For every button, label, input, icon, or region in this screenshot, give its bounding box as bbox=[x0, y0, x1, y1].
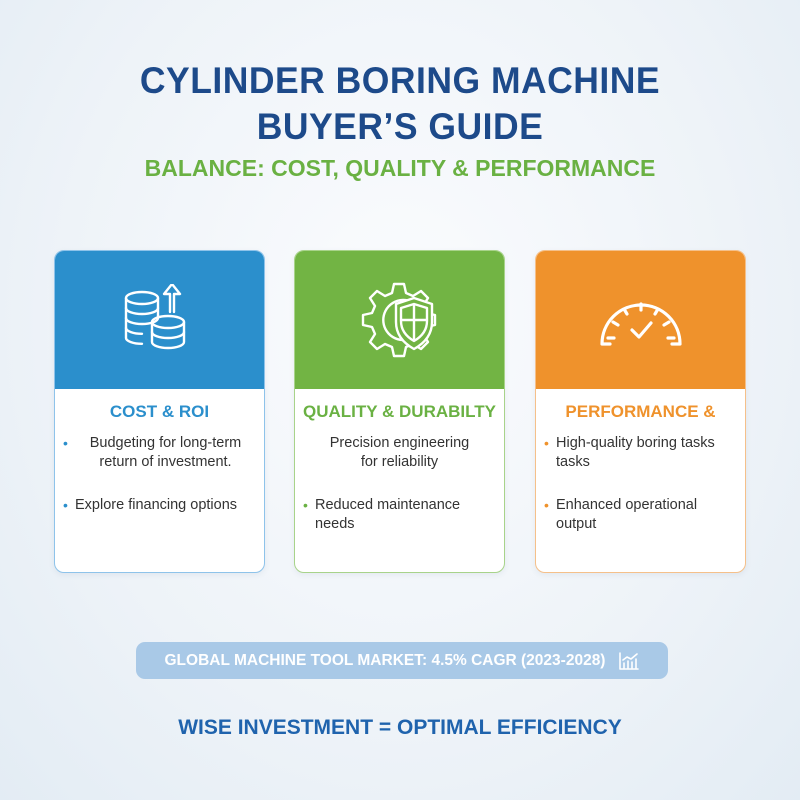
bullet-icon: • bbox=[63, 435, 68, 451]
card-cost-roi: COST & ROI • Budgeting for long-term ret… bbox=[54, 250, 265, 573]
market-stat-banner: GLOBAL MACHINE TOOL MARKET: 4.5% CAGR (2… bbox=[136, 642, 668, 679]
bullet-icon: • bbox=[544, 497, 549, 513]
card-quality-durability: QUALITY & DURABILTY Precision engineerin… bbox=[294, 250, 505, 573]
bullet-icon: • bbox=[544, 435, 549, 451]
footer-tagline: WISE INVESTMENT = OPTIMAL EFFICIENCY bbox=[178, 716, 622, 739]
subtitle: BALANCE: COST, QUALITY & PERFORMANCE bbox=[144, 155, 656, 181]
bullet-icon: • bbox=[63, 497, 68, 513]
page-title: CYLINDER BORING MACHINE BUYER’S GUIDE bbox=[16, 58, 784, 150]
list-item: • Reduced maintenance needs bbox=[303, 497, 461, 532]
list-item: • Budgeting for long-term return of inve… bbox=[63, 435, 242, 470]
list-item: • Enhanced operational output bbox=[544, 497, 698, 532]
bar-chart-trend-icon bbox=[619, 651, 640, 670]
title-line-1: CYLINDER BORING MACHINE bbox=[139, 60, 661, 101]
card-performance: PERFORMANCE & • High-quality boring task… bbox=[535, 250, 746, 573]
speedometer-check-icon bbox=[599, 302, 682, 346]
bullet-icon: • bbox=[303, 497, 308, 513]
list-item: Precision engineering for reliability bbox=[329, 435, 470, 470]
title-line-2: BUYER’S GUIDE bbox=[256, 106, 544, 147]
card-header bbox=[295, 251, 504, 389]
coins-arrow-up-icon bbox=[124, 284, 185, 350]
gear-shield-icon bbox=[361, 282, 436, 358]
card-title: COST & ROI bbox=[109, 402, 210, 421]
card-header bbox=[55, 251, 264, 389]
list-item: • Explore financing options bbox=[63, 497, 238, 513]
banner-text: GLOBAL MACHINE TOOL MARKET: 4.5% CAGR (2… bbox=[164, 651, 606, 669]
card-title: QUALITY & DURABILTY bbox=[303, 402, 496, 421]
list-item: • High-quality boring tasks tasks bbox=[544, 435, 715, 470]
card-title: PERFORMANCE & bbox=[565, 402, 716, 421]
card-header bbox=[536, 251, 745, 389]
